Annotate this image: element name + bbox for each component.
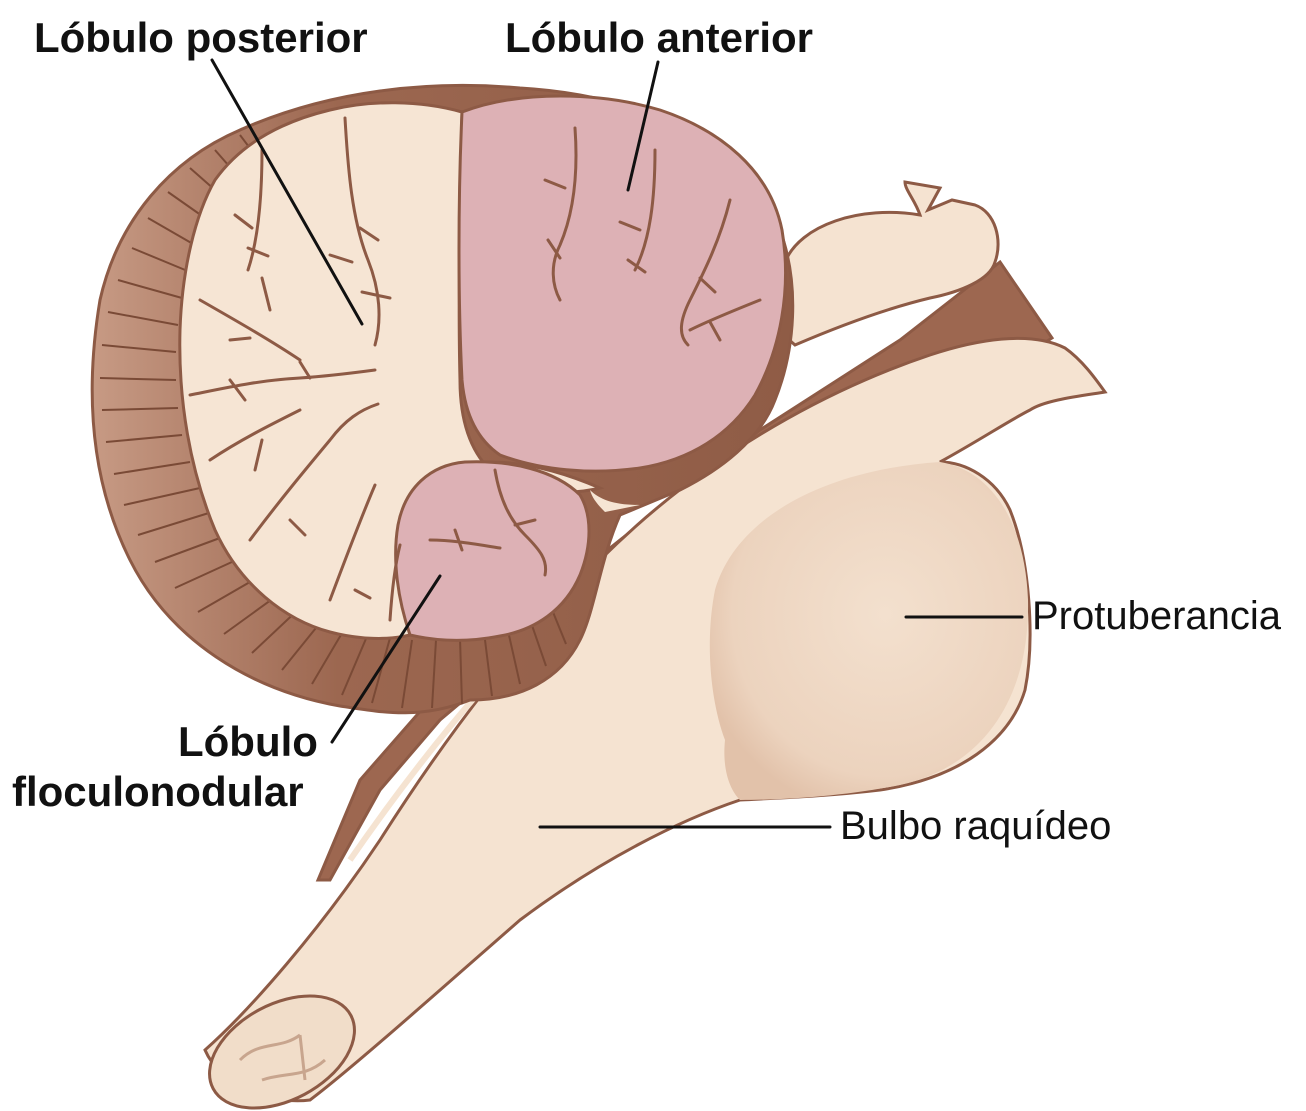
label-flocculonodular-line2: floculonodular (12, 768, 304, 815)
label-posterior-lobe: Lóbulo posterior (34, 14, 368, 61)
label-medulla: Bulbo raquídeo (840, 804, 1111, 849)
label-flocculonodular-line1: Lóbulo (178, 718, 318, 765)
label-anterior-lobe: Lóbulo anterior (505, 14, 813, 61)
anterior-lobe-region (459, 96, 786, 471)
label-pons: Protuberancia (1032, 594, 1281, 639)
